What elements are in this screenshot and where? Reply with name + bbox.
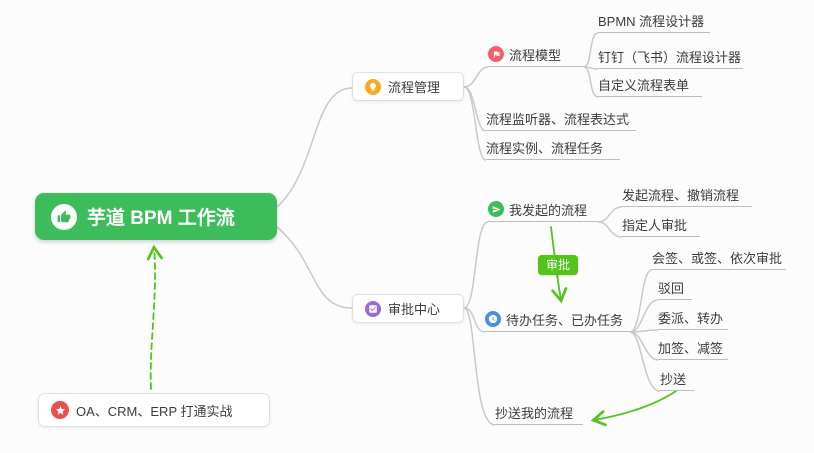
node-label: 流程管理 [388, 80, 441, 95]
node-oa-practice[interactable]: OA、CRM、ERP 打通实战 [38, 393, 270, 427]
node-label: OA、CRM、ERP 打通实战 [76, 403, 233, 419]
send-icon [488, 201, 504, 217]
node-label: 审批中心 [388, 302, 441, 317]
relationship-arrow-cc [590, 390, 677, 427]
node-approval-center[interactable]: 审批中心 [352, 294, 464, 323]
node-label: 流程实例、流程任务 [486, 140, 604, 156]
node-process-mgmt[interactable]: 流程管理 [352, 72, 464, 101]
node-label: 抄送 [660, 371, 687, 387]
node-label: 流程模型 [509, 47, 562, 63]
node-dingtalk-designer[interactable]: 钉钉（飞书）流程设计器 [598, 47, 743, 69]
node-cc-my-process[interactable]: 抄送我的流程 [495, 403, 583, 425]
node-label: 指定人审批 [622, 217, 688, 233]
node-initiate-cancel[interactable]: 发起流程、撤销流程 [622, 185, 752, 207]
star-icon [51, 401, 69, 419]
thumbs-up-icon [51, 203, 77, 230]
relationship-arrow-oa-to-root [146, 244, 163, 390]
approval-check-icon [365, 300, 381, 317]
node-assignee-approval[interactable]: 指定人审批 [622, 215, 700, 237]
node-custom-form[interactable]: 自定义流程表单 [598, 75, 702, 97]
flag-icon [488, 46, 504, 62]
node-countersign[interactable]: 会签、或签、依次审批 [652, 248, 786, 270]
node-label: 我发起的流程 [509, 202, 588, 218]
node-label: 自定义流程表单 [598, 77, 690, 93]
node-listener-expression[interactable]: 流程监听器、流程表达式 [486, 109, 636, 131]
node-add-reduce-sign[interactable]: 加签、减签 [658, 338, 728, 360]
node-label: 驳回 [658, 280, 685, 296]
node-todo-done[interactable]: 待办任务、已办任务 [485, 310, 630, 332]
node-label: 发起流程、撤销流程 [622, 187, 740, 203]
node-label: 会签、或签、依次审批 [652, 250, 783, 266]
node-bpmn-designer[interactable]: BPMN 流程设计器 [598, 11, 710, 33]
node-delegate-transfer[interactable]: 委派、转办 [658, 308, 728, 330]
node-label: 委派、转办 [658, 310, 724, 326]
node-process-model[interactable]: 流程模型 [488, 45, 584, 67]
node-instance-task[interactable]: 流程实例、流程任务 [486, 138, 620, 160]
node-root[interactable]: 芋道 BPM 工作流 [35, 193, 277, 240]
node-label: 加签、减签 [658, 340, 724, 356]
node-label: 流程监听器、流程表达式 [486, 111, 630, 127]
node-label: 钉钉（飞书）流程设计器 [598, 49, 742, 65]
node-my-initiated[interactable]: 我发起的流程 [488, 200, 598, 222]
node-label: BPMN 流程设计器 [598, 13, 705, 29]
node-root-label: 芋道 BPM 工作流 [87, 208, 235, 229]
node-label: 抄送我的流程 [495, 405, 574, 421]
relationship-label-approval[interactable]: 审批 [538, 255, 579, 275]
lightbulb-icon [365, 78, 381, 95]
node-reject[interactable]: 驳回 [658, 278, 692, 300]
clock-icon [485, 311, 501, 327]
node-label: 待办任务、已办任务 [506, 312, 624, 328]
node-cc[interactable]: 抄送 [660, 369, 694, 391]
